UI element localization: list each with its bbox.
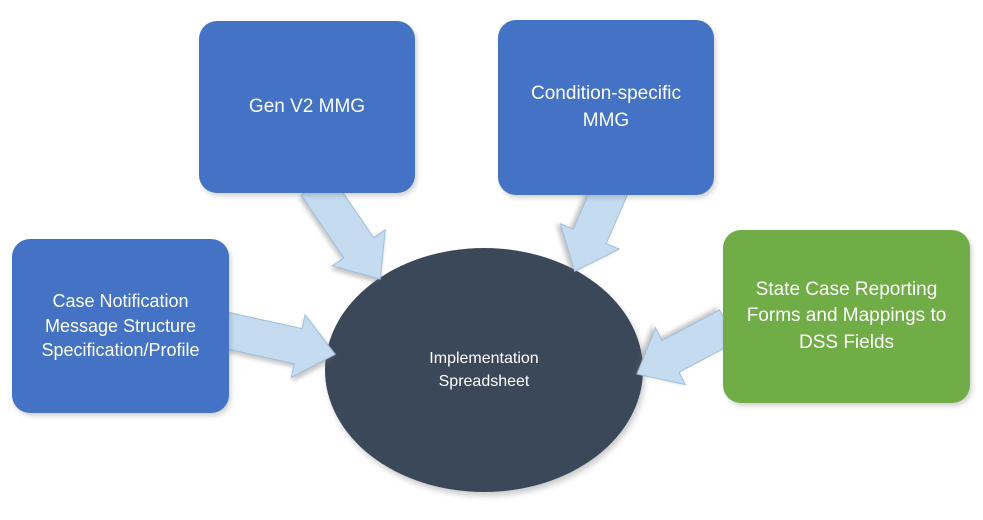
node-gen-v2-mmg-label: Gen V2 MMG (248, 95, 366, 117)
node-state-case-reporting: State Case Reporting Forms and Mappings … (723, 230, 970, 403)
node-case-notification-label: Case Notification Message Structure Spec… (41, 290, 200, 361)
node-implementation-spreadsheet: Implementation Spreadsheet (325, 248, 643, 492)
node-condition-specific-mmg-label: Condition-specific MMG (531, 83, 681, 131)
node-condition-specific-mmg: Condition-specific MMG (498, 20, 714, 195)
arrow-case-notification-to-center (215, 310, 337, 379)
node-case-notification: Case Notification Message Structure Spec… (12, 239, 229, 413)
node-state-case-reporting-label: State Case Reporting Forms and Mappings … (746, 279, 947, 353)
node-implementation-spreadsheet-label: Implementation Spreadsheet (429, 349, 539, 390)
node-gen-v2-mmg: Gen V2 MMG (199, 21, 415, 193)
